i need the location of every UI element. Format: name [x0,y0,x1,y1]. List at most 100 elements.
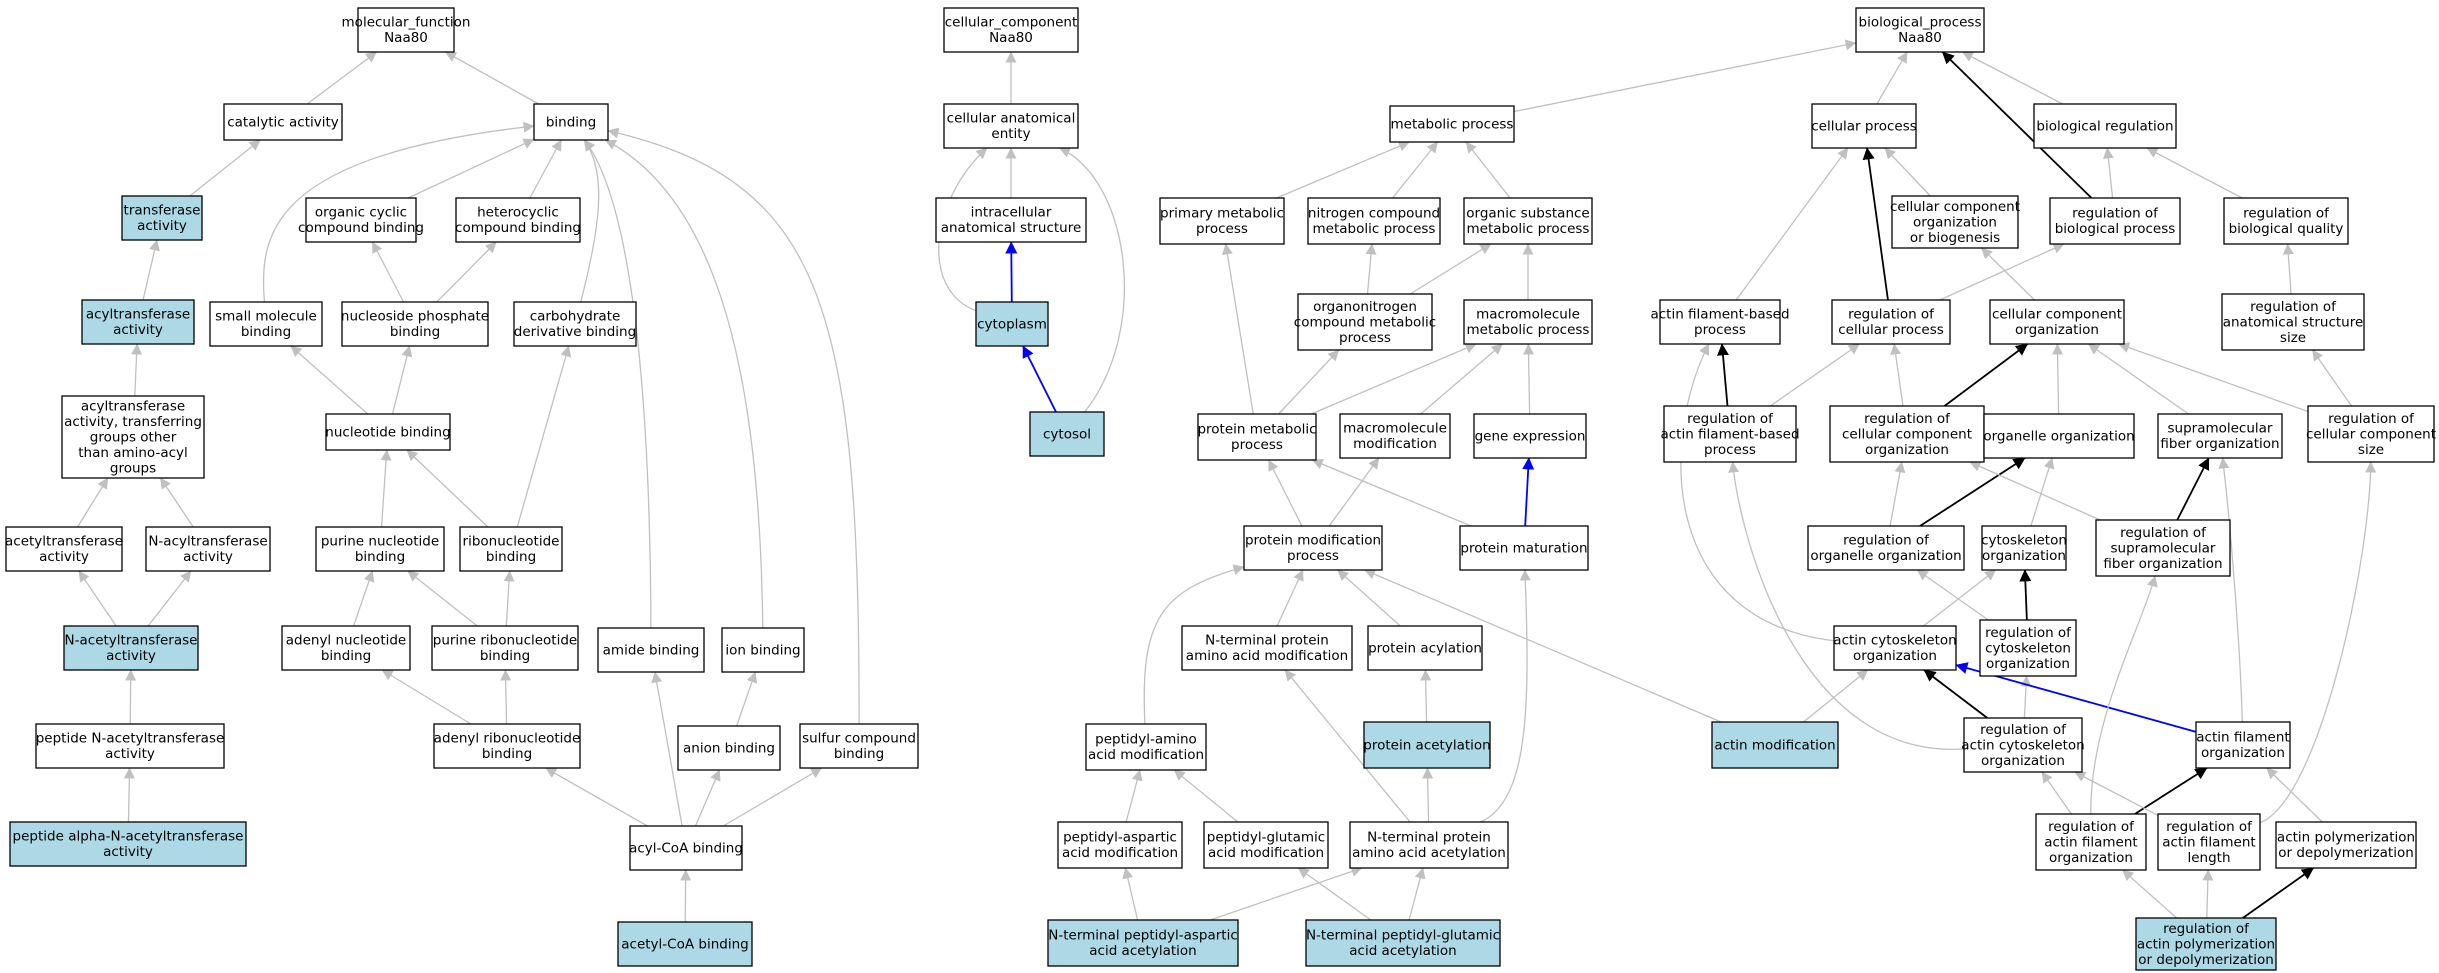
term-box [513,301,637,347]
term-box [1659,299,1781,345]
term-node-anion-binding[interactable]: anion binding [677,725,781,771]
term-box [357,7,455,53]
term-node-binding[interactable]: binding [533,103,609,141]
term-label: adenyl ribonucleotide [434,731,581,747]
edge-anion_binding-to-ion_binding [736,671,758,727]
term-label: cytoplasm [977,316,1047,332]
term-node-catalytic[interactable]: catalytic activity [223,103,343,141]
term-node-acyl-coa[interactable]: acyl-CoA binding [629,825,743,871]
term-box [459,526,563,572]
term-node-cytosol[interactable]: cytosol [1029,411,1105,457]
term-node-bio-regulation[interactable]: biological regulation [2033,103,2177,149]
term-node-acetyl-coa[interactable]: acetyl-CoA binding [617,921,753,967]
term-node-cytoplasm[interactable]: cytoplasm [975,301,1049,347]
term-label: cellular process [1838,322,1944,338]
edge-reg_actin_filament_length-to-reg_actin_cytoskeleton_org [2074,771,2159,816]
term-node-ion-binding[interactable]: ion binding [721,627,805,673]
term-node-amide-binding[interactable]: amide binding [597,627,705,673]
edge-reg_bio_process-to-bio_regulation [2102,147,2114,199]
term-node-protein-maturation[interactable]: protein maturation [1459,525,1589,571]
term-node-organelle-org[interactable]: organelle organization [1983,413,2135,459]
edge-transferase-to-catalytic [189,139,261,197]
term-node-nucleotide-binding[interactable]: nucleotide binding [325,413,451,451]
term-node-protein-acylation[interactable]: protein acylation [1367,625,1483,671]
term-node-protein-acetylation[interactable]: protein acetylation [1363,721,1491,769]
term-label: amide binding [603,642,700,658]
term-node-metabolic[interactable]: metabolic process [1389,105,1515,143]
term-box [431,625,579,671]
term-label: cytoskeleton [1981,533,2067,549]
term-node-cellular-process[interactable]: cellular process [1811,103,1917,149]
term-node-actin-modification[interactable]: actin modification [1711,721,1839,769]
term-label: organic substance [1466,206,1589,222]
term-label: N-terminal peptidyl-glutamic [1306,928,1500,944]
term-label: actin modification [1714,737,1835,753]
term-node-gene-expression[interactable]: gene expression [1473,413,1587,459]
term-label: purine nucleotide [321,534,439,550]
term-label: protein metabolic [1197,422,1316,438]
term-node-peptide-alpha[interactable]: peptide alpha-N-acetyltransferaseactivit… [9,821,247,867]
term-box [799,723,919,769]
